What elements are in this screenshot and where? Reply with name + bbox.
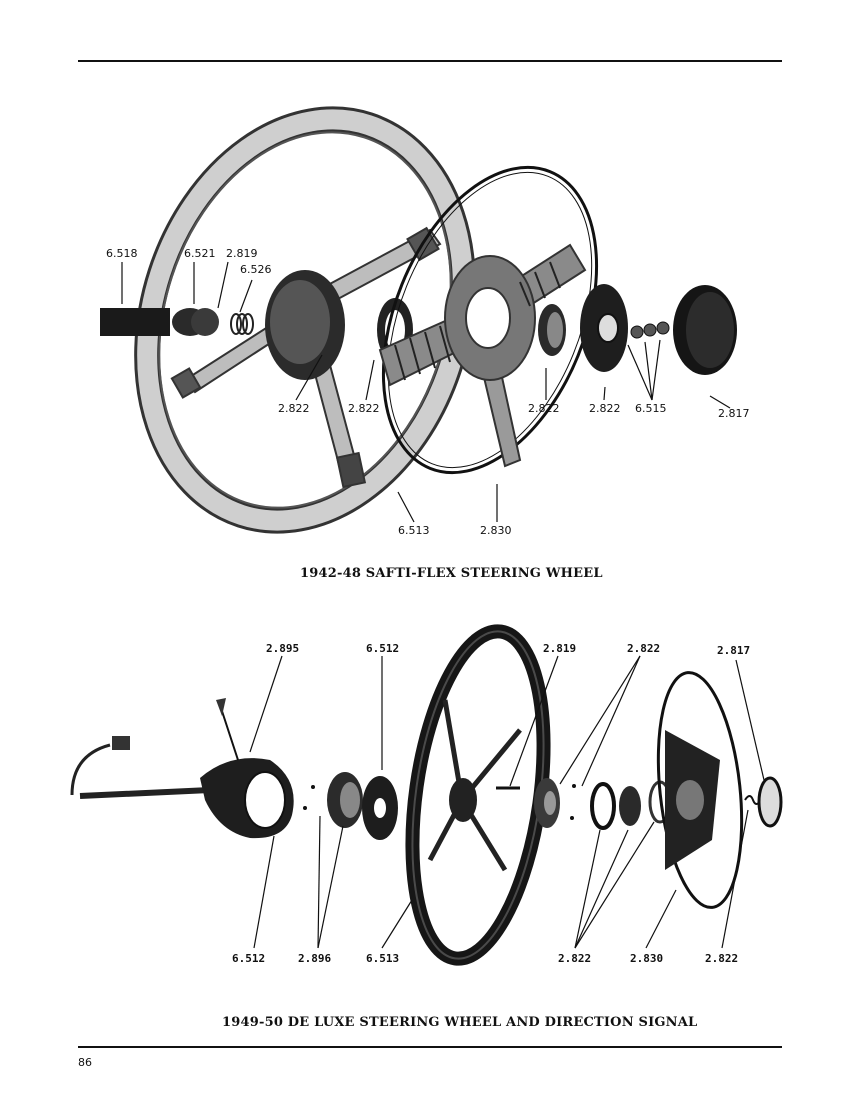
callout-2-822-top: 2.822 [627,642,661,655]
direction-signal-switch [70,698,315,839]
wheel-hub [265,270,413,380]
steering-wheel-rim [134,106,476,534]
callout-2-822-d: 2.822 [589,402,621,415]
callout-2-895: 2.895 [266,642,300,655]
horn-ring [381,165,599,475]
callout-2-822-c: 2.822 [528,402,560,415]
diagram-1-leader-lines [121,261,731,523]
callout-6-526: 6.526 [240,263,272,276]
callout-2-817: 2.817 [718,407,750,420]
callout-2-819: 2.819 [226,247,258,260]
callout-2-817: 2.817 [717,644,751,657]
wheel-spokes [170,226,442,489]
callout-6-515: 6.515 [635,402,667,415]
callout-2-822-right: 2.822 [705,952,739,965]
callout-6-513: 6.513 [366,952,400,965]
bearing-parts [327,772,398,840]
callout-6-518: 6.518 [106,247,138,260]
callout-2-830: 2.830 [480,524,512,537]
callout-6-512-bottom: 6.512 [232,952,266,965]
callout-6-513: 6.513 [398,524,430,537]
steering-column [100,308,254,336]
top-rule [78,60,782,62]
horn-ring-and-cap [656,671,783,909]
callout-2-896: 2.896 [298,952,332,965]
hub-adapter [496,778,576,828]
callout-2-822-b: 2.822 [348,402,380,415]
callout-2-819: 2.819 [543,642,577,655]
page-number: 86 [78,1056,92,1069]
diagram-2-caption: 1949-50 DE LUXE STEERING WHEEL AND DIREC… [222,1015,698,1030]
bottom-rule [78,1046,782,1048]
callout-2-822-a: 2.822 [278,402,310,415]
callout-2-822-bottom: 2.822 [558,952,592,965]
horn-button-parts [538,284,737,375]
callout-2-830: 2.830 [630,952,664,965]
callout-6-521: 6.521 [184,247,216,260]
diagram-1-illustration [100,106,737,534]
horn-ring-assembly [378,243,587,468]
callout-6-512-top: 6.512 [366,642,400,655]
diagram-2-leader-lines [249,655,765,949]
diagram-1-caption: 1942-48 SAFTI-FLEX STEERING WHEEL [300,566,603,581]
